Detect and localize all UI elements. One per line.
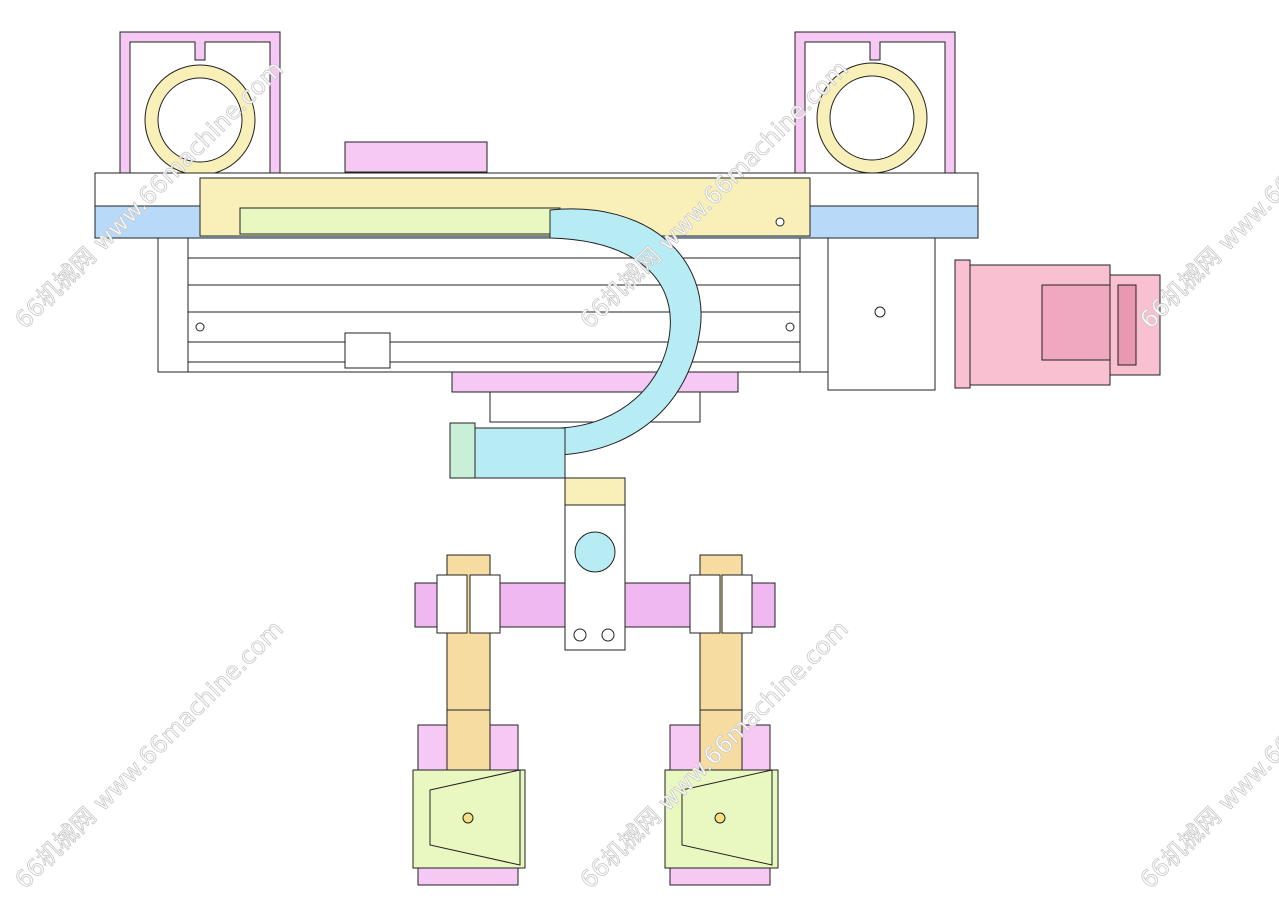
slider-plate	[451, 371, 739, 393]
svg-text:66机械网 www.66machine.com: 66机械网 www.66machine.com	[1134, 55, 1279, 334]
linear-module-body	[157, 237, 829, 373]
servo-motor	[954, 259, 1161, 389]
drag-chain	[239, 207, 702, 479]
top-block	[344, 141, 488, 173]
svg-text:66机械网 www.66machine.com: 66机械网 www.66machine.com	[9, 615, 288, 894]
svg-text:66机械网 www.66machine.com: 66机械网 www.66machine.com	[1134, 615, 1279, 894]
right-clamp-bracket	[794, 31, 956, 176]
center-clamp	[564, 504, 626, 651]
left-clamp-bracket	[119, 31, 281, 176]
